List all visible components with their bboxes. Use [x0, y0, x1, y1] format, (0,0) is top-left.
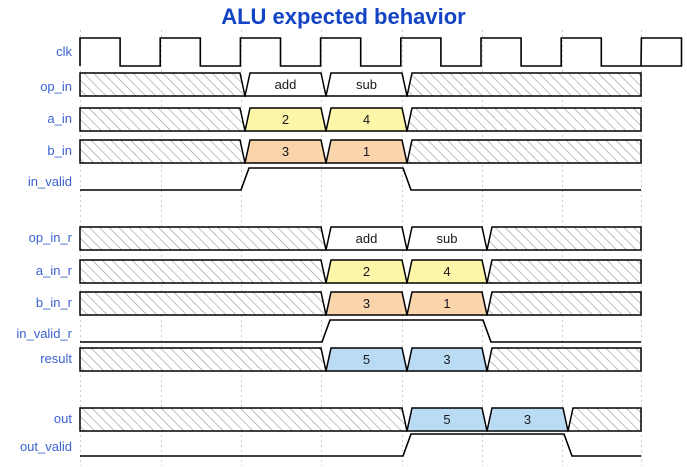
clock-waveform: [79, 37, 683, 67]
signal-a_in_r: [79, 259, 642, 284]
bus-value-op_in-2: sub: [356, 76, 377, 92]
signal-label-out: out: [53, 411, 72, 426]
bus-value-a_in_r-2: 4: [443, 263, 451, 279]
signal-label-op_in: op_in: [40, 79, 72, 94]
signal-label-b_in_r: b_in_r: [35, 295, 72, 310]
bus-value-op_in_r-2: sub: [436, 230, 458, 246]
bus-segment-a_in-0: [79, 107, 246, 132]
bus-value-a_in-2: 4: [362, 111, 371, 127]
bus-segment-a_in_r-3: [486, 259, 642, 284]
signal-in_valid_r: [80, 319, 641, 343]
bus-value-op_in_r-1: add: [355, 230, 378, 246]
signal-clk: [79, 37, 683, 67]
signal-op_in_r: [79, 226, 642, 251]
page-title: ALU expected behavior: [221, 4, 466, 29]
bus-segment-a_in_r-0: [79, 259, 327, 284]
signal-result: [79, 347, 642, 372]
bus-value-out-1: 5: [443, 411, 451, 427]
level-waveform-in_valid_r: [80, 319, 641, 343]
signal-label-result: result: [40, 351, 72, 366]
bus-segment-b_in_r-0: [79, 291, 327, 316]
level-waveform-out_valid: [80, 433, 641, 457]
bus-segment-result-0: [79, 347, 327, 372]
signal-b_in_r: [79, 291, 642, 316]
signal-op_in: [79, 72, 642, 97]
signal-in_valid: [80, 167, 641, 191]
bus-value-out-2: 3: [523, 411, 532, 427]
signal-label-out_valid: out_valid: [19, 439, 72, 454]
bus-value-b_in_r-1: 3: [362, 295, 371, 311]
signal-label-in_valid: in_valid: [27, 174, 72, 189]
signal-waveforms: [79, 37, 683, 457]
signal-label-b_in: b_in: [47, 143, 72, 158]
signal-label-a_in: a_in: [47, 111, 72, 126]
signal-out_valid: [80, 433, 641, 457]
bus-value-a_in-1: 2: [281, 111, 290, 127]
signal-a_in: [79, 107, 642, 132]
bus-segment-out-3: [567, 407, 642, 432]
bus-value-result-2: 3: [443, 351, 451, 367]
level-waveform-in_valid: [80, 167, 641, 191]
signal-label-a_in_r: a_in_r: [35, 263, 72, 278]
bus-segment-op_in_r-3: [486, 226, 642, 251]
signal-label-op_in_r: op_in_r: [28, 230, 72, 245]
bus-value-b_in_r-2: 1: [443, 295, 451, 311]
bus-segment-op_in_r-0: [79, 226, 327, 251]
bus-value-b_in-2: 1: [362, 143, 371, 159]
bus-value-result-1: 5: [362, 351, 371, 367]
bus-value-b_in-1: 3: [281, 143, 290, 159]
signal-label-clk: clk: [56, 44, 72, 59]
bus-segment-op_in-3: [406, 72, 642, 97]
signal-b_in: [79, 139, 642, 164]
bus-value-op_in-1: add: [274, 76, 297, 92]
bus-segment-b_in-0: [79, 139, 246, 164]
signal-out: [79, 407, 642, 432]
bus-segment-a_in-3: [406, 107, 642, 132]
bus-segment-result-3: [486, 347, 642, 372]
signal-label-in_valid_r: in_valid_r: [16, 326, 72, 341]
bus-segment-b_in_r-3: [486, 291, 642, 316]
bus-segment-out-0: [79, 407, 408, 432]
bus-value-a_in_r-1: 2: [362, 263, 371, 279]
bus-segment-b_in-3: [406, 139, 642, 164]
bus-segment-op_in-0: [79, 72, 246, 97]
